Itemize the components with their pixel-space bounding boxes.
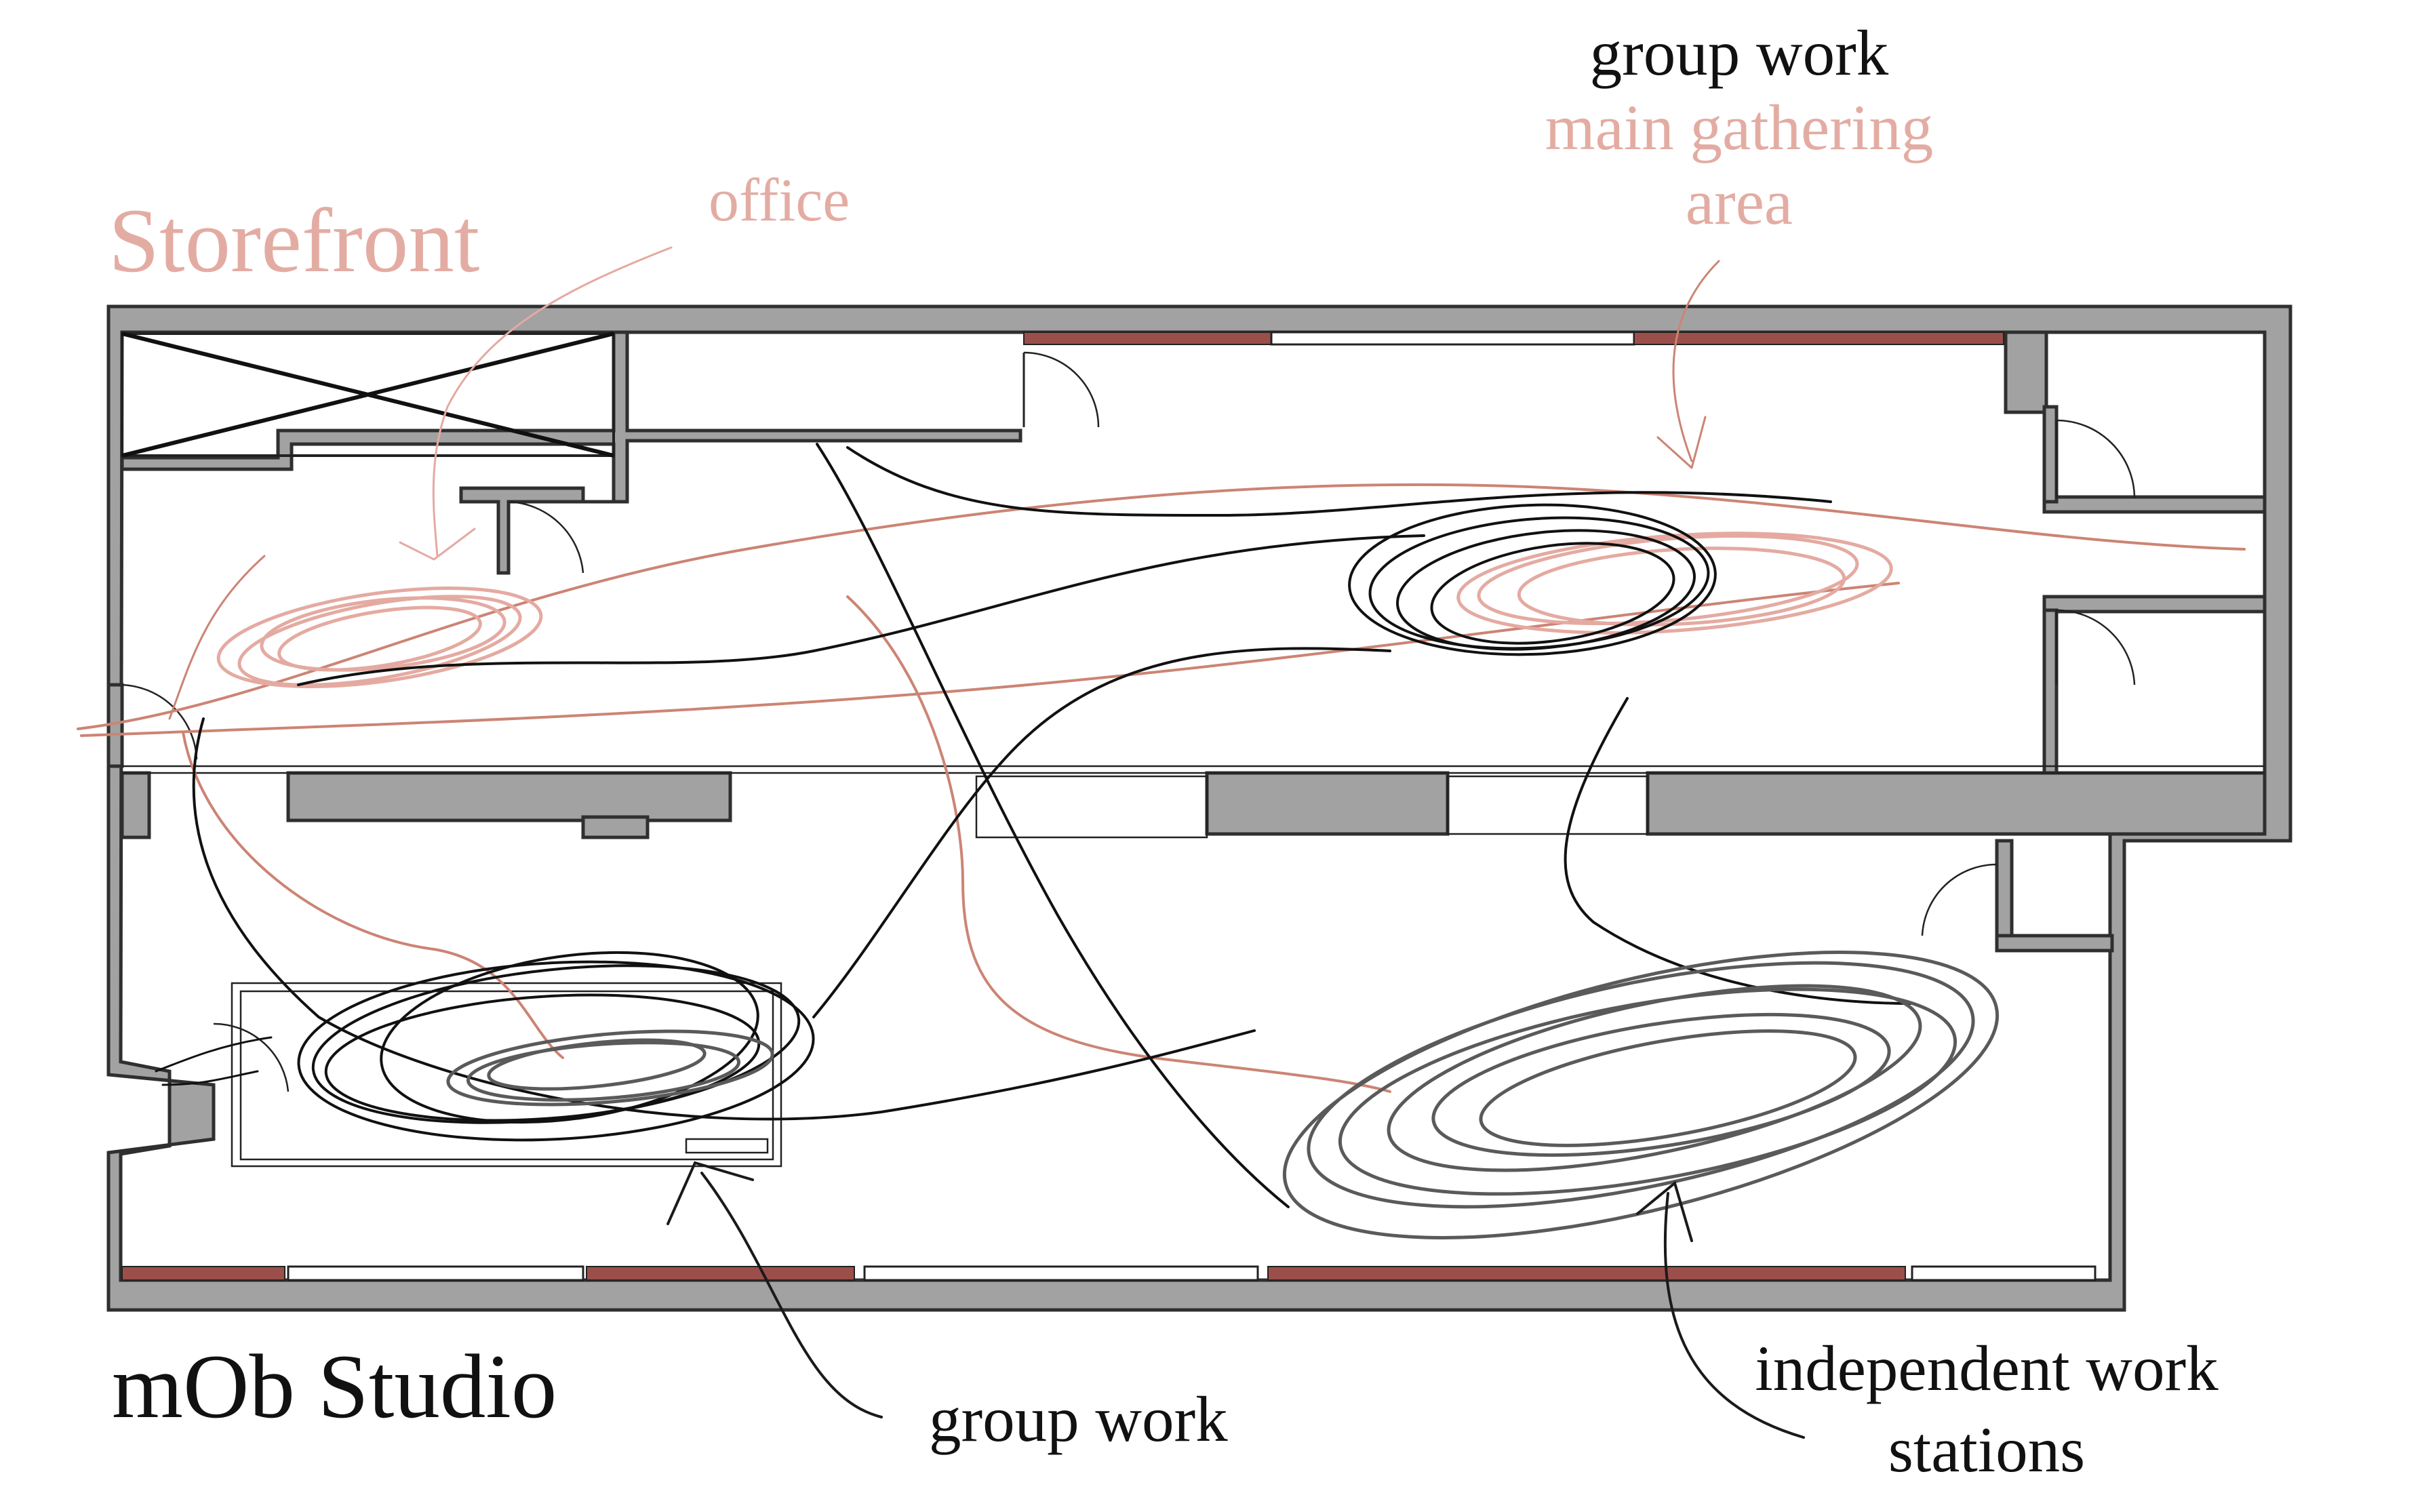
main-gathering-label-line2: area xyxy=(1686,166,1793,238)
partition-center xyxy=(1205,771,1450,836)
storage-box xyxy=(121,332,615,458)
annotation-arrows xyxy=(399,246,1805,1439)
storefront-movement-paths xyxy=(77,483,2246,1093)
partition-stub-left xyxy=(120,771,151,839)
independent-work-scribbles xyxy=(446,951,2000,1239)
group-work-top-label: group work xyxy=(1590,17,1889,89)
partition-small-tab xyxy=(581,815,650,839)
windows-top xyxy=(1023,331,2004,346)
restroom-wall-vert2 xyxy=(2042,608,2059,775)
restroom-wall-mid2 xyxy=(2042,595,2267,614)
studio-label: mOb Studio xyxy=(112,1336,557,1437)
partition-right xyxy=(1646,771,2267,836)
office-label: office xyxy=(709,167,850,234)
left-door-jamb xyxy=(106,683,124,768)
storefront-label: Storefront xyxy=(108,191,479,292)
studio-door-wall xyxy=(1995,839,2014,938)
independent-work-label-line1: independent work xyxy=(1755,1332,2219,1404)
group-work-bottom-label: group work xyxy=(929,1383,1228,1455)
group-work-scribbles xyxy=(297,503,1717,1142)
restroom-wall-mid xyxy=(2042,495,2267,514)
studio-movement-paths xyxy=(155,443,1913,1208)
restroom-wall-vert xyxy=(2042,405,2059,504)
restroom-wall-top xyxy=(2004,330,2048,414)
partition-left xyxy=(286,771,732,822)
independent-work-label-line2: stations xyxy=(1888,1414,2085,1486)
windows-bottom xyxy=(121,1265,2097,1281)
outer-wall-top xyxy=(106,304,2292,1312)
doors xyxy=(121,351,2136,1092)
studio-door-wall2 xyxy=(1995,934,2114,953)
main-gathering-label-line1: main gathering xyxy=(1545,92,1933,163)
